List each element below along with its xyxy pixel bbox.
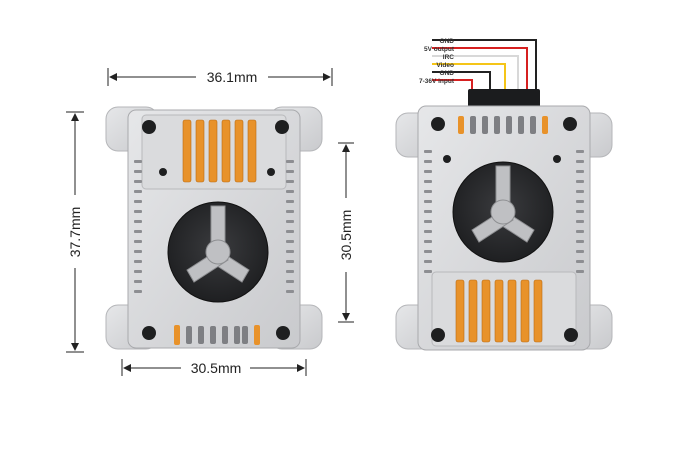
left-bottom-slots <box>174 325 260 345</box>
wire-connector <box>468 89 540 109</box>
wire-label-gnd-2: GND <box>440 70 455 77</box>
left-fan-blades <box>186 205 250 283</box>
right-module: GND 5V output IRC Video GND 7-36V input <box>395 38 613 351</box>
screw-icon <box>443 155 451 163</box>
dimension-mount-vertical-label: 30.5mm <box>338 210 354 261</box>
right-top-orange-slots <box>458 116 548 134</box>
dimension-mount-horizontal-label: 30.5mm <box>191 360 242 376</box>
screw-icon <box>159 168 167 176</box>
right-orange-fins <box>455 279 543 343</box>
screw-icon <box>564 328 578 342</box>
screw-icon <box>142 120 156 134</box>
screw-icon <box>553 155 561 163</box>
wire-harness <box>432 39 537 92</box>
left-bottom-vents <box>186 326 248 344</box>
wire-label-7-36v-input: 7-36V input <box>419 78 455 85</box>
screw-icon <box>142 326 156 340</box>
right-top-vents <box>470 116 536 134</box>
wire-label-irc: IRC <box>443 54 455 61</box>
left-side-vents <box>134 160 294 293</box>
dimension-lines <box>66 68 354 376</box>
screw-icon <box>275 120 289 134</box>
wire-label-video: Video <box>436 62 454 69</box>
left-module <box>105 106 323 350</box>
right-side-vents <box>424 150 584 273</box>
screw-icon <box>267 168 275 176</box>
screw-icon <box>431 328 445 342</box>
screw-icon <box>276 326 290 340</box>
wire-label-gnd-1: GND <box>440 38 455 45</box>
wire-label-5v-output: 5V output <box>424 46 455 53</box>
screw-icon <box>563 117 577 131</box>
right-fan-blades <box>471 165 535 243</box>
screw-icon <box>431 117 445 131</box>
left-screws <box>142 120 290 340</box>
dimension-width-label: 36.1mm <box>207 69 258 85</box>
right-screws <box>431 117 578 342</box>
dimension-height-label: 37.7mm <box>67 207 83 258</box>
left-orange-fins <box>182 119 257 183</box>
right-bottom-plate <box>431 271 577 347</box>
